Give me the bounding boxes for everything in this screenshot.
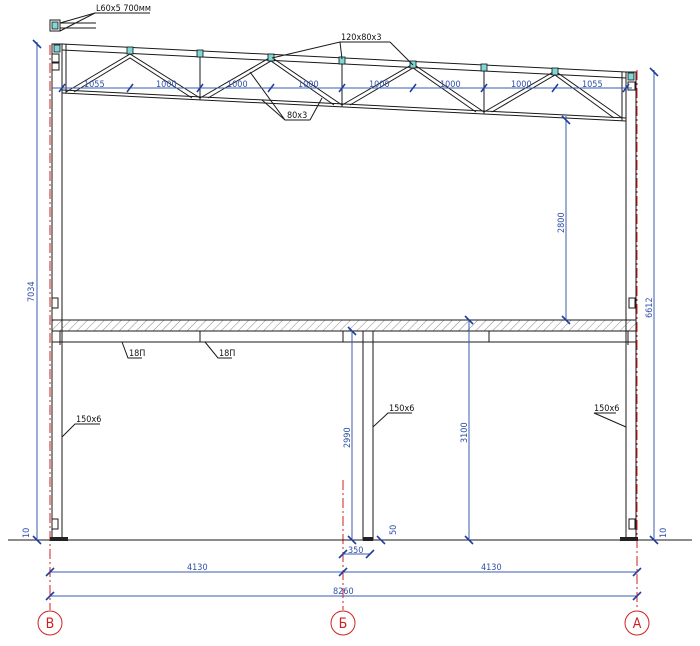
dimension-label: 1000 [440, 80, 461, 90]
truss-leaders: 120x80x3 80x3 [249, 33, 414, 121]
column-middle-label: 150x6 [389, 404, 414, 414]
dimension-label: 1000 [298, 80, 319, 90]
dimension-label: 1055 [582, 80, 603, 90]
dimension-label: 1000 [227, 80, 248, 90]
column-left-label: 150x6 [76, 415, 101, 425]
roof-truss [53, 43, 635, 122]
dimension-label: 1055 [84, 80, 105, 90]
dimension-label: 2990 [343, 427, 353, 448]
dimension-label: 1000 [511, 80, 532, 90]
dimension-label: 4130 [187, 563, 208, 573]
dimension-label: 1000 [156, 80, 177, 90]
dimension-label: А [633, 616, 642, 632]
dimension-label: 6612 [645, 297, 655, 318]
dimension-label: 50 [389, 525, 399, 535]
angle-detail: L60x5 700мм [49, 4, 151, 32]
dimension-label: 8260 [333, 587, 354, 597]
beam-label-1: 18П [129, 349, 145, 359]
dimension-label: В [46, 616, 55, 632]
dimension-label: 2800 [557, 212, 567, 233]
top-chord-label: 120x80x3 [341, 33, 381, 43]
web-label: 80x3 [287, 111, 307, 121]
column-leaders: 150x6 150x6 150x6 [61, 404, 627, 438]
column-right [620, 71, 638, 541]
dimension-label: Б [339, 616, 348, 632]
axis-lines [49, 45, 638, 610]
dimension-label: 10 [22, 528, 32, 538]
column-middle [362, 330, 374, 541]
dimension-label: 3100 [460, 422, 470, 443]
column-right-label: 150x6 [594, 404, 619, 414]
dimension-label: 10 [659, 528, 669, 538]
dimensions: 1055 1000 1000 1000 1000 1000 1000 1055 … [22, 39, 669, 601]
dimension-label: 350 [348, 546, 363, 556]
dimension-label: 4130 [481, 563, 502, 573]
column-left [50, 43, 68, 541]
purlin-nodes [53, 44, 635, 81]
axis-marker-v: В [37, 610, 63, 636]
dimension-label: 1000 [369, 80, 390, 90]
floor-slab: 18П 18П [51, 319, 637, 359]
axis-marker-a: А [624, 610, 650, 636]
beam-label-2: 18П [219, 349, 235, 359]
dimension-label: 7034 [27, 281, 37, 302]
axis-marker-b: Б [330, 610, 356, 636]
angle-profile-label: L60x5 700мм [96, 4, 151, 14]
